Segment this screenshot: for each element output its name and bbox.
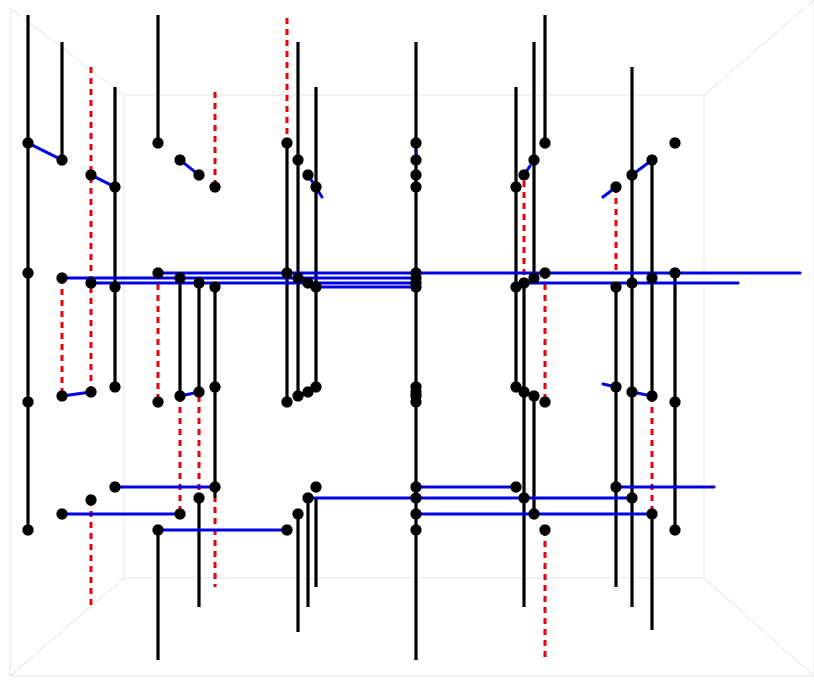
node-dot bbox=[292, 272, 304, 284]
node-dot bbox=[626, 386, 638, 398]
node-dot bbox=[510, 481, 522, 493]
node-dot bbox=[610, 181, 622, 193]
node-dot bbox=[22, 137, 34, 149]
node-dot bbox=[310, 481, 322, 493]
node-dot bbox=[528, 508, 540, 520]
horizontal-edges bbox=[26, 141, 802, 532]
node-dot bbox=[410, 137, 422, 149]
node-dot bbox=[152, 137, 164, 149]
node-dot bbox=[281, 137, 293, 149]
nodes bbox=[22, 137, 681, 536]
node-dot bbox=[626, 169, 638, 181]
node-dot bbox=[152, 396, 164, 408]
node-dot bbox=[174, 272, 186, 284]
node-dot bbox=[410, 281, 422, 293]
frame-edge bbox=[703, 577, 814, 677]
node-dot bbox=[302, 492, 314, 504]
node-dot bbox=[518, 169, 530, 181]
node-dot bbox=[310, 281, 322, 293]
node-dot bbox=[626, 277, 638, 289]
node-dot bbox=[669, 137, 681, 149]
node-dot bbox=[539, 524, 551, 536]
node-dot bbox=[152, 267, 164, 279]
node-dot bbox=[281, 396, 293, 408]
node-dot bbox=[193, 277, 205, 289]
node-dot bbox=[209, 481, 221, 493]
perspective-frame bbox=[9, 0, 814, 677]
node-dot bbox=[410, 154, 422, 166]
node-dot bbox=[281, 267, 293, 279]
node-dot bbox=[539, 137, 551, 149]
node-dot bbox=[109, 481, 121, 493]
node-dot bbox=[410, 524, 422, 536]
node-dot bbox=[528, 272, 540, 284]
node-dot bbox=[85, 277, 97, 289]
node-dot bbox=[174, 508, 186, 520]
node-dot bbox=[109, 281, 121, 293]
node-dot bbox=[310, 381, 322, 393]
solid-vertical-edges bbox=[26, 15, 677, 660]
node-dot bbox=[193, 386, 205, 398]
node-dot bbox=[292, 154, 304, 166]
node-dot bbox=[646, 390, 658, 402]
node-dot bbox=[528, 390, 540, 402]
node-dot bbox=[528, 154, 540, 166]
node-dot bbox=[292, 390, 304, 402]
node-dot bbox=[539, 396, 551, 408]
node-dot bbox=[610, 281, 622, 293]
node-dot bbox=[518, 277, 530, 289]
node-dot bbox=[510, 181, 522, 193]
node-dot bbox=[302, 386, 314, 398]
node-dot bbox=[539, 267, 551, 279]
node-dot bbox=[209, 181, 221, 193]
node-dot bbox=[209, 281, 221, 293]
node-dot bbox=[410, 481, 422, 493]
node-dot bbox=[22, 524, 34, 536]
node-dot bbox=[669, 267, 681, 279]
node-dot bbox=[22, 396, 34, 408]
dashed-vertical-edges bbox=[26, 18, 654, 660]
node-dot bbox=[109, 381, 121, 393]
node-dot bbox=[85, 169, 97, 181]
node-dot bbox=[410, 396, 422, 408]
node-dot bbox=[669, 396, 681, 408]
node-dot bbox=[193, 169, 205, 181]
node-dot bbox=[510, 381, 522, 393]
node-dot bbox=[310, 181, 322, 193]
node-dot bbox=[209, 381, 221, 393]
node-dot bbox=[22, 267, 34, 279]
node-dot bbox=[669, 524, 681, 536]
node-dot bbox=[302, 169, 314, 181]
node-dot bbox=[56, 272, 68, 284]
node-dot bbox=[281, 524, 293, 536]
node-dot bbox=[610, 481, 622, 493]
node-dot bbox=[410, 508, 422, 520]
node-dot bbox=[292, 508, 304, 520]
horizontal-edge bbox=[26, 141, 64, 162]
node-dot bbox=[85, 494, 97, 506]
frame-edge bbox=[703, 0, 814, 96]
node-dot bbox=[174, 154, 186, 166]
node-dot bbox=[646, 508, 658, 520]
node-dot bbox=[174, 390, 186, 402]
node-dot bbox=[56, 390, 68, 402]
node-dot bbox=[410, 181, 422, 193]
node-dot bbox=[56, 154, 68, 166]
node-dot bbox=[410, 492, 422, 504]
node-dot bbox=[518, 386, 530, 398]
node-dot bbox=[193, 492, 205, 504]
node-dot bbox=[646, 154, 658, 166]
frame-edge bbox=[9, 577, 125, 677]
node-dot bbox=[518, 492, 530, 504]
node-dot bbox=[85, 386, 97, 398]
node-dot bbox=[610, 381, 622, 393]
node-dot bbox=[646, 272, 658, 284]
node-dot bbox=[626, 492, 638, 504]
node-dot bbox=[109, 181, 121, 193]
node-dot bbox=[56, 508, 68, 520]
node-dot bbox=[410, 169, 422, 181]
node-dot bbox=[152, 524, 164, 536]
